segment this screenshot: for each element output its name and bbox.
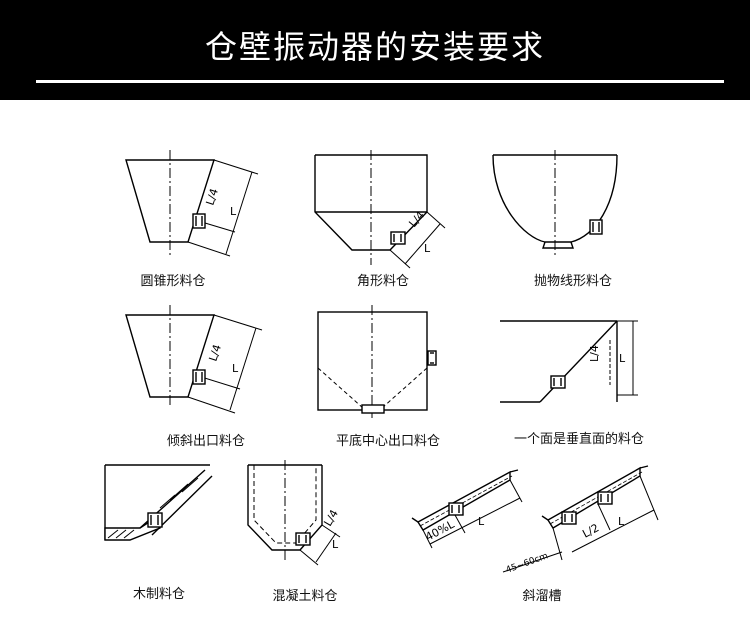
- caption-wooden: 木制料仓: [132, 587, 186, 602]
- dim-l-2: L: [424, 242, 431, 255]
- dim-l4-6: L/4: [588, 345, 601, 362]
- dim-l4-8: L/4: [321, 507, 341, 528]
- diagram-concrete: L/4 L: [247, 460, 341, 566]
- installation-diagrams: L/4 L L/4 L L/4 L: [104, 150, 659, 576]
- diagram-round-cone: L/4 L: [125, 150, 259, 257]
- dim-l2: L/2: [580, 521, 601, 540]
- caption-angular: 角形料仓: [356, 274, 410, 289]
- caption-round-cone: 圆锥形料仓: [140, 274, 206, 289]
- diagram-vertical-face: L/4 L: [500, 320, 638, 403]
- diagram-parabolic: [492, 150, 618, 255]
- dim-l-6: L: [619, 352, 626, 365]
- dim-l-9a: L: [478, 515, 485, 528]
- caption-parabolic: 抛物线形料仓: [533, 274, 613, 289]
- diagram-inclined-outlet: L/4 L: [125, 305, 263, 414]
- diagram-flat-bottom: [317, 305, 437, 418]
- diagram-wooden: [104, 464, 213, 541]
- caption-inclined-outlet: 倾斜出口料仓: [166, 434, 246, 449]
- dim-l-9b: L: [618, 515, 625, 528]
- caption-concrete: 混凝土料仓: [272, 589, 338, 604]
- diagram-chute: 40%L L L/2 L 45~60cm: [411, 465, 659, 576]
- dim-range: 45~60cm: [505, 551, 550, 576]
- dim-l-8: L: [332, 538, 339, 551]
- dim-l4-1: L/4: [203, 187, 221, 207]
- page-title: 仓壁振动器的安装要求: [204, 28, 545, 66]
- caption-vertical-face: 一个面是垂直面的料仓: [513, 432, 645, 447]
- banner-underline: [36, 80, 724, 83]
- dim-l-4: L: [232, 362, 239, 375]
- dim-l4-4: L/4: [206, 343, 224, 363]
- caption-flat-bottom: 平底中心出口料仓: [335, 434, 441, 449]
- caption-chute: 斜溜槽: [522, 589, 562, 604]
- dim-l-1: L: [230, 205, 237, 218]
- title-banner: 仓壁振动器的安装要求: [0, 0, 750, 100]
- diagram-angular: L/4 L: [314, 150, 446, 269]
